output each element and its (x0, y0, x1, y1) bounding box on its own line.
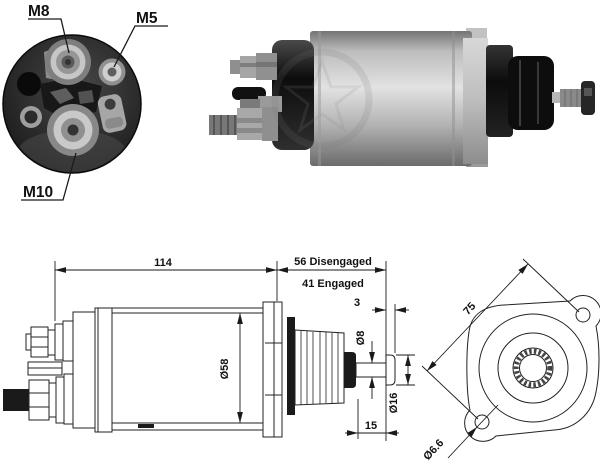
m10-label: M10 (23, 184, 53, 201)
m8-terminal (44, 39, 91, 85)
dim-shaft-diameter: Ø8 (355, 331, 367, 346)
solenoid-body (310, 31, 472, 166)
terminal-studs (209, 53, 282, 141)
drawn-body (72, 301, 283, 438)
rear-cap (272, 40, 314, 150)
dim-travel-disengaged: 56 Disengaged (294, 256, 372, 268)
end-face-details (17, 39, 127, 172)
dim-washer-thickness: 3 (354, 297, 360, 309)
plunger-boot (486, 45, 513, 137)
drawn-studs (3, 320, 74, 425)
flange-face-outline (464, 295, 600, 442)
boot-collar (344, 352, 356, 388)
watermark-logo (271, 48, 373, 150)
mounting-flange (463, 38, 488, 164)
m5-terminal (98, 58, 126, 86)
contact-strap (97, 94, 127, 133)
drawn-plunger (287, 317, 396, 415)
flange-dimension-drawing: 75 Ø6.6 (421, 258, 600, 463)
dim-hole-diameter: Ø6.6 (421, 437, 446, 463)
dim-body-diameter: Ø58 (219, 359, 231, 380)
dim-shaft-length: 15 (365, 420, 377, 432)
m5-leader-line (113, 25, 168, 68)
spline-teeth (513, 348, 553, 388)
shaft-outline (355, 362, 387, 378)
dim-washer-diameter: Ø16 (388, 393, 400, 414)
m5-label: M5 (136, 10, 158, 27)
side-dimension-drawing: 114 56 Disengaged 41 Engaged 3 Ø58 Ø8 Ø1… (3, 256, 415, 441)
m8-label: M8 (28, 3, 50, 20)
dim-travel-engaged: 41 Engaged (302, 278, 364, 290)
mounting-hole-top (575, 307, 591, 323)
mounting-hole-bottom (474, 414, 490, 430)
dim-body-length: 114 (154, 257, 173, 269)
solenoid-side-photo (209, 28, 595, 167)
m10-leader-line (21, 152, 77, 201)
stop-disc (581, 81, 595, 115)
threaded-stud (3, 389, 29, 411)
stop-disc-outline (385, 354, 396, 386)
terminal-end-photo: M8 M5 M10 (2, 3, 168, 201)
m10-terminal (47, 104, 99, 156)
m8-leader-line (28, 18, 70, 54)
plunger-shaft (552, 92, 562, 103)
flange-outline (262, 301, 283, 438)
